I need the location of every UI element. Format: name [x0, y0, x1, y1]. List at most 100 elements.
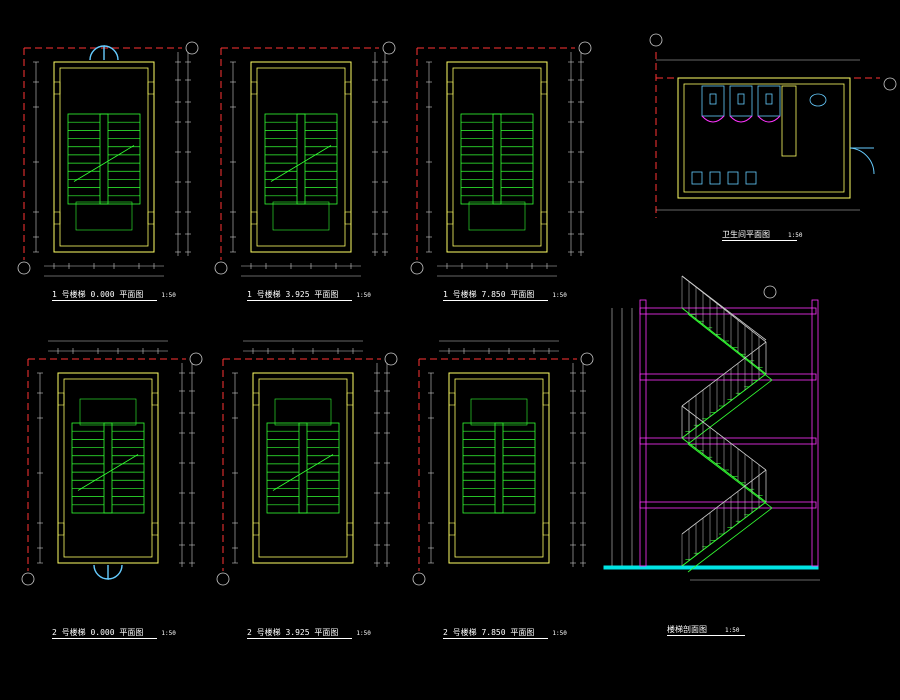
door-swing: [107, 564, 123, 580]
wall-column: [250, 211, 258, 225]
handrail: [681, 469, 767, 535]
toilet-wall-outer: [677, 77, 851, 199]
stall-door: [729, 115, 753, 123]
stair-flight-section: [687, 379, 773, 445]
axis-bubble: [883, 77, 897, 91]
urinal-fixture: [745, 171, 757, 185]
stair-handrail: [298, 422, 308, 514]
stair-wall-inner: [258, 378, 348, 558]
axis-bubble: [21, 572, 35, 586]
axis-bubble: [412, 572, 426, 586]
wall-column: [53, 211, 61, 225]
wall-column: [53, 81, 61, 95]
stair-flight-outline: [71, 422, 145, 514]
wall-column: [147, 211, 155, 225]
wall-column: [344, 211, 352, 225]
toilet-fixture: [709, 93, 717, 105]
wall-column: [151, 392, 159, 406]
title-underline: [247, 300, 352, 301]
wall-column: [57, 522, 65, 536]
toilet-stall: [701, 85, 725, 117]
stair-wall-outer: [448, 372, 550, 564]
stair-break-line: [73, 145, 135, 182]
stall-door: [701, 115, 725, 123]
basin-icon: [809, 93, 827, 107]
handrail: [681, 341, 767, 407]
stair-flight-section: [687, 507, 773, 573]
title-underline: [52, 638, 157, 639]
axis-bubble: [214, 261, 228, 275]
partition-wall: [781, 85, 797, 157]
wall-column: [542, 392, 550, 406]
stair-landing: [470, 398, 528, 426]
axis-bubble: [649, 33, 663, 47]
title-underline: [722, 240, 797, 241]
wall-column: [151, 522, 159, 536]
axis-bubble: [578, 41, 592, 55]
axis-bubble: [382, 41, 396, 55]
title-underline: [443, 300, 548, 301]
toilet-stall: [757, 85, 781, 117]
wall-column: [542, 522, 550, 536]
urinal-fixture: [727, 171, 739, 185]
title-underline: [247, 638, 352, 639]
stair-wall-outer: [53, 61, 155, 253]
door-swing: [89, 45, 105, 61]
stair-break-line: [77, 454, 139, 491]
stair-handrail: [494, 422, 504, 514]
handrail: [681, 405, 767, 471]
wall-column: [252, 392, 260, 406]
toilet-fixture: [765, 93, 773, 105]
door-swing: [849, 147, 875, 175]
title-underline: [443, 638, 548, 639]
ground-line: [603, 565, 819, 570]
stair-break-line: [270, 145, 332, 182]
axis-bubble: [410, 261, 424, 275]
stair-landing: [272, 201, 330, 231]
axis-bubble: [189, 352, 203, 366]
stair-handrail: [99, 113, 109, 205]
stair-landing: [468, 201, 526, 231]
stair-handrail: [103, 422, 113, 514]
axis-bubble: [763, 285, 777, 299]
stair-wall-inner: [256, 67, 346, 247]
wall-column: [250, 81, 258, 95]
wall-column: [448, 392, 456, 406]
stair-landing: [75, 201, 133, 231]
wall-column: [446, 81, 454, 95]
wall-column: [448, 522, 456, 536]
wall-column: [344, 81, 352, 95]
stair-handrail: [492, 113, 502, 205]
wall-column: [252, 522, 260, 536]
stair-flight-outline: [266, 422, 340, 514]
stair-flight-outline: [67, 113, 141, 205]
section-column: [811, 299, 819, 567]
urinal-fixture: [691, 171, 703, 185]
stair-break-line: [272, 454, 334, 491]
wall-column: [446, 211, 454, 225]
stair-landing: [79, 398, 137, 426]
axis-bubble: [580, 352, 594, 366]
toilet-wall-inner: [683, 83, 845, 193]
axis-bubble: [216, 572, 230, 586]
wall-column: [346, 392, 354, 406]
stair-wall-inner: [454, 378, 544, 558]
wall-column: [57, 392, 65, 406]
section-column: [639, 299, 647, 567]
wall-column: [346, 522, 354, 536]
stair-flight-outline: [462, 422, 536, 514]
stair-landing: [274, 398, 332, 426]
stair-wall-inner: [59, 67, 149, 247]
toilet-fixture: [737, 93, 745, 105]
axis-bubble: [185, 41, 199, 55]
stair-flight-outline: [460, 113, 534, 205]
door-swing: [103, 45, 119, 61]
